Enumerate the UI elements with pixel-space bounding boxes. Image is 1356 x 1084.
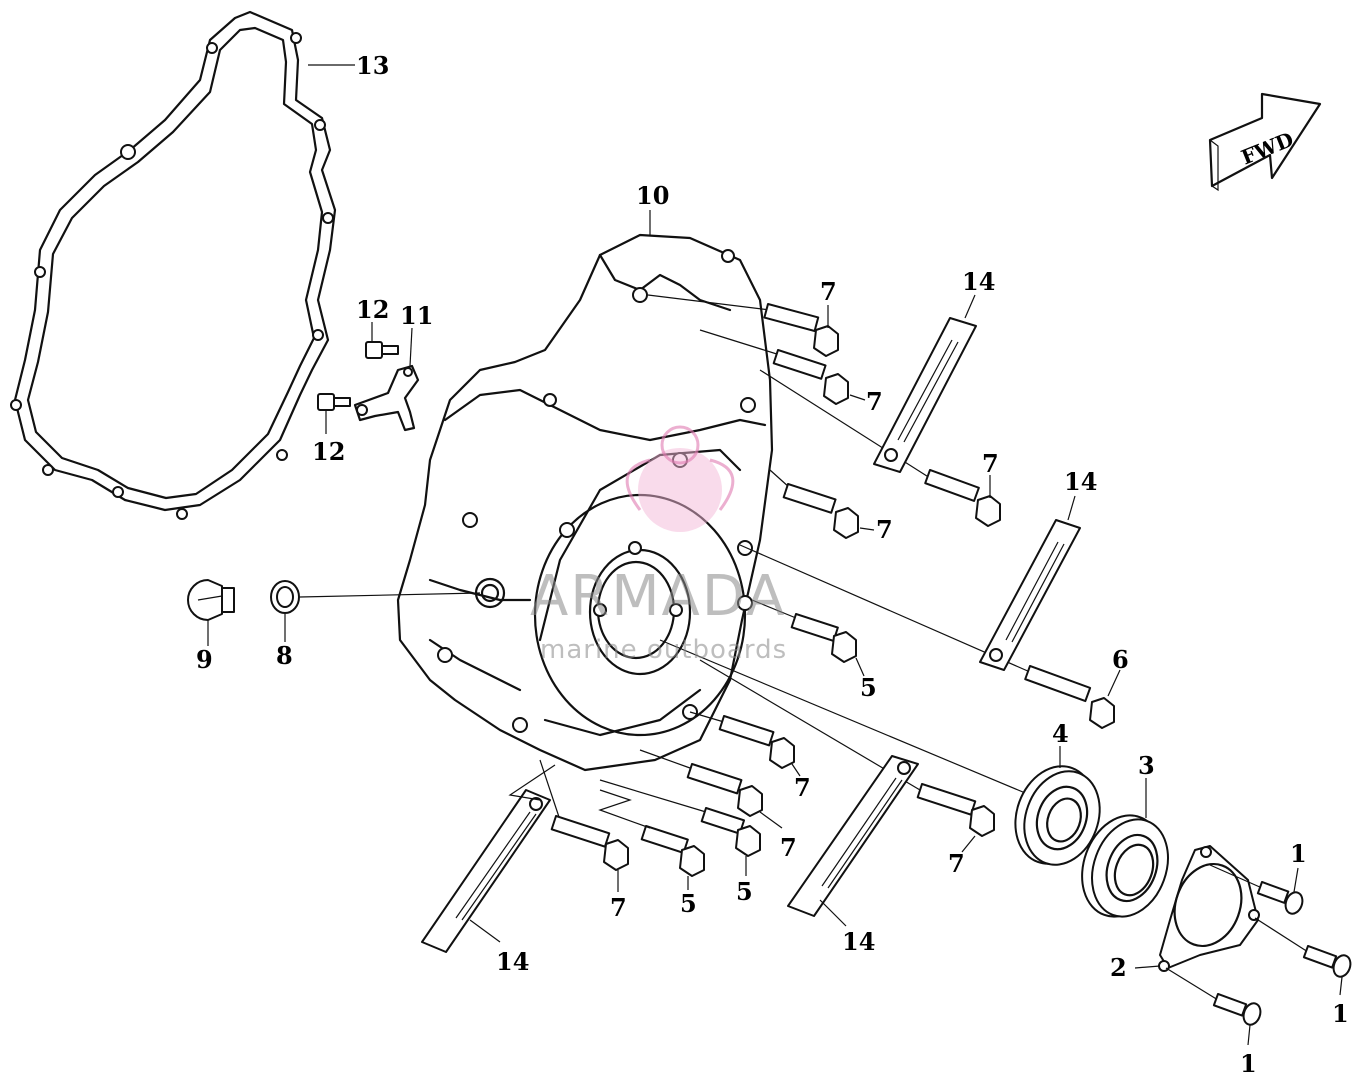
watermark-brand: ARMADA bbox=[530, 564, 786, 629]
callout-10: 10 bbox=[636, 181, 669, 210]
callout-13: 13 bbox=[356, 51, 389, 80]
bearing-4 bbox=[659, 639, 1101, 866]
screw-1-c bbox=[1165, 967, 1262, 1046]
bolt-7-a bbox=[647, 294, 839, 357]
bracket-11 bbox=[353, 327, 420, 432]
watermark: ARMADA marine outboards bbox=[530, 425, 787, 665]
bolt-12-lower bbox=[317, 393, 351, 434]
washer-8 bbox=[270, 580, 481, 642]
callout-14-b: 14 bbox=[1064, 467, 1097, 496]
bolt-7-f bbox=[639, 749, 783, 829]
strip-14-c bbox=[421, 764, 556, 953]
strip-14-b bbox=[979, 495, 1081, 671]
callout-labels: 13 10 12 11 12 9 8 7 7 14 7 7 14 5 6 4 3… bbox=[196, 51, 1349, 1078]
callout-6: 6 bbox=[1112, 645, 1129, 674]
oil-seal-3 bbox=[1081, 778, 1169, 918]
callout-7-c: 7 bbox=[982, 449, 999, 478]
bolt-6 bbox=[739, 544, 1121, 729]
bolt-12-upper bbox=[365, 322, 399, 359]
forward-arrow-icon: FWD bbox=[1208, 92, 1322, 192]
bolt-5-c bbox=[598, 789, 705, 890]
bolt-5-b bbox=[599, 779, 761, 876]
callout-12-lower: 12 bbox=[312, 437, 345, 466]
strip-14-a bbox=[873, 294, 977, 473]
callout-7-a: 7 bbox=[820, 277, 837, 306]
strip-14-d bbox=[787, 755, 919, 927]
screw-1-b bbox=[1254, 917, 1352, 996]
bolt-7-d bbox=[769, 469, 875, 539]
watermark-logo-icon bbox=[625, 425, 735, 532]
bolt-5-a bbox=[751, 599, 865, 677]
bolt-7-c bbox=[759, 369, 1001, 527]
callout-3: 3 bbox=[1138, 751, 1155, 780]
callout-11: 11 bbox=[400, 301, 433, 330]
callout-1-a: 1 bbox=[1290, 839, 1307, 868]
plug-9 bbox=[187, 579, 235, 646]
callout-8: 8 bbox=[276, 641, 293, 670]
callout-7-d: 7 bbox=[876, 515, 893, 544]
callout-4: 4 bbox=[1052, 719, 1069, 748]
fwd-label: FWD bbox=[1238, 127, 1297, 169]
callout-7-f: 7 bbox=[780, 833, 797, 862]
callout-14-c: 14 bbox=[496, 947, 529, 976]
bolt-7-e bbox=[689, 711, 801, 777]
callout-1-b: 1 bbox=[1332, 999, 1349, 1028]
callout-7-h: 7 bbox=[948, 849, 965, 878]
callout-5-b: 5 bbox=[736, 877, 753, 906]
callout-5-c: 5 bbox=[680, 889, 697, 918]
callout-2: 2 bbox=[1110, 953, 1127, 982]
bolt-7-g bbox=[539, 759, 629, 892]
callout-1-c: 1 bbox=[1240, 1049, 1257, 1078]
screw-1-a bbox=[1209, 864, 1304, 915]
callout-5-a: 5 bbox=[860, 673, 877, 702]
watermark-tagline: marine outboards bbox=[540, 635, 787, 665]
callout-7-e: 7 bbox=[794, 773, 811, 802]
callout-12-upper: 12 bbox=[356, 295, 389, 324]
callout-9: 9 bbox=[196, 645, 213, 674]
callout-7-g: 7 bbox=[610, 893, 627, 922]
callout-14-a: 14 bbox=[962, 267, 995, 296]
callout-14-d: 14 bbox=[842, 927, 875, 956]
gasket-13 bbox=[10, 10, 355, 520]
retainer-plate-2 bbox=[1134, 845, 1260, 972]
callout-7-b: 7 bbox=[866, 387, 883, 416]
bolt-7-b bbox=[699, 329, 866, 405]
